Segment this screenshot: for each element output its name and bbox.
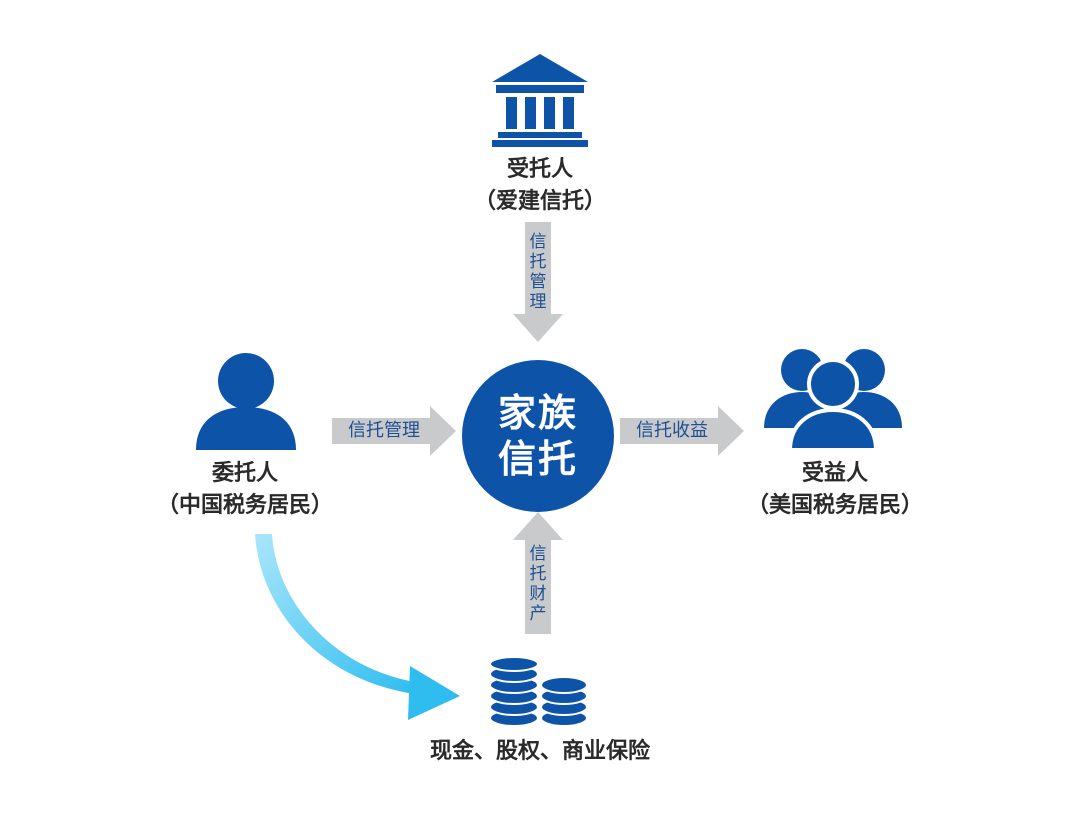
beneficiary-label: 受益人 （美国税务居民） [720,458,950,522]
arrow-right-right [620,406,744,456]
settlor-subtitle: （中国税务居民） [156,493,333,518]
person-icon [196,353,296,450]
arrow-right-left [332,406,456,456]
center-line2: 信托 [497,437,578,481]
bank-building-icon [492,54,588,147]
arrow-right-label: 信托收益 [636,420,708,441]
beneficiary-subtitle: （美国税务居民） [746,493,923,518]
assets-label: 现金、股权、商业保险 [400,736,680,768]
curved-arrow [255,534,460,720]
settlor-title: 委托人 [211,461,278,486]
coin-stacks-icon [489,656,588,727]
beneficiary-title: 受益人 [801,461,868,486]
arrow-down-top [513,222,563,342]
family-trust-circle: 家族 信托 [462,360,614,512]
settlor-label: 委托人 （中国税务居民） [130,458,360,522]
arrow-up-bottom [513,512,563,634]
assets-title: 现金、股权、商业保险 [429,739,650,764]
arrow-left-label: 信托管理 [348,420,420,441]
people-group-icon [764,349,902,452]
center-line1: 家族 [497,391,578,435]
trustee-title: 受托人 [506,157,573,182]
trustee-subtitle: （爱建信托） [473,189,606,214]
arrow-bottom-label: 信托财产 [529,544,547,624]
arrow-top-label: 信托管理 [529,232,547,312]
trustee-label: 受托人 （爱建信托） [440,154,640,218]
